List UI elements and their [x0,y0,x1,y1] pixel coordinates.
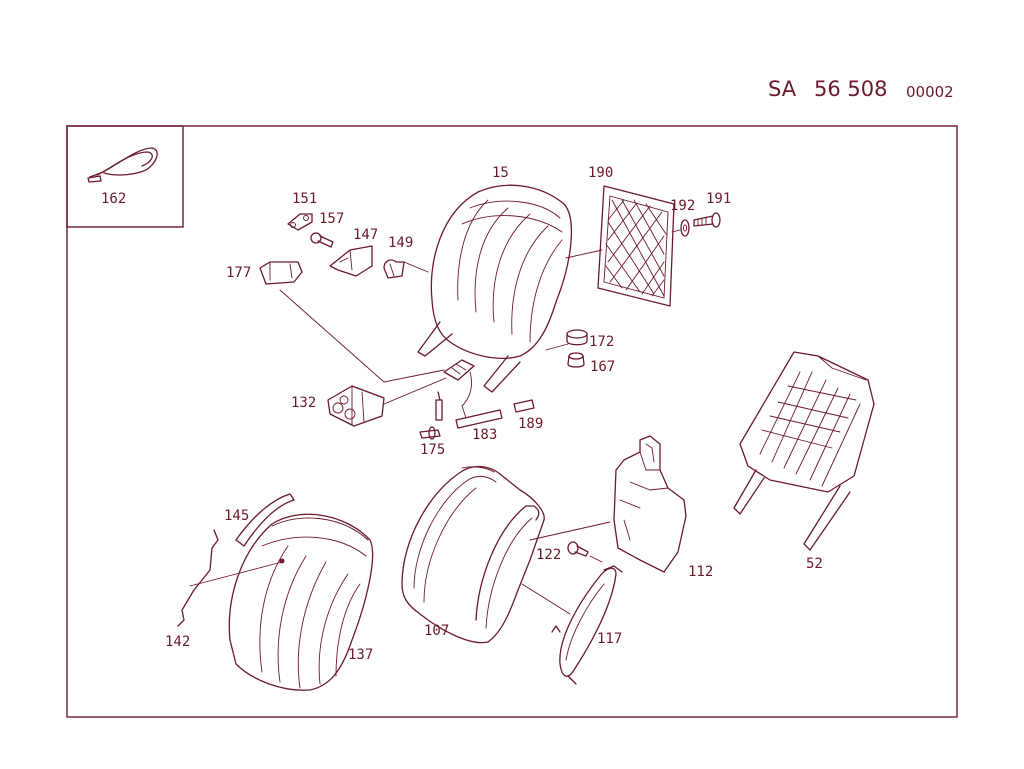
part-132-plug[interactable] [327,385,385,427]
label-162: 162 [101,191,126,207]
label-157: 157 [319,211,344,227]
label-132: 132 [291,395,316,411]
part-147-clip[interactable] [329,245,373,277]
label-183: 183 [472,427,497,443]
label-175: 175 [420,442,445,458]
part-15-backrest-upper[interactable] [417,184,573,393]
part-172-grommet[interactable] [566,329,588,346]
part-189-sleeve[interactable] [513,399,535,413]
label-172: 172 [589,334,614,350]
part-167-grommet[interactable] [567,352,585,368]
label-107: 107 [424,623,449,639]
label-167: 167 [590,359,615,375]
part-112-bracket-plate[interactable] [613,435,687,573]
part-122-screw[interactable] [567,541,589,557]
part-117-trim-panel[interactable] [551,565,623,685]
label-151: 151 [292,191,317,207]
label-189: 189 [518,416,543,432]
diagram-frame [66,125,958,718]
diagram-id-prefix: SA [768,77,797,101]
label-142: 142 [165,634,190,650]
leader-lines [189,229,681,615]
part-177-connector-housing[interactable] [259,261,303,285]
label-190: 190 [588,165,613,181]
part-162-cable-tie[interactable] [87,147,158,183]
part-149-clip[interactable] [383,259,405,279]
part-190-net-pocket[interactable] [597,185,675,307]
part-145-wire[interactable] [235,493,295,547]
part-157-screw[interactable] [310,232,334,248]
label-52: 52 [806,556,823,572]
part-183-rod[interactable] [455,409,503,429]
label-117: 117 [597,631,622,647]
label-15: 15 [492,165,509,181]
part-142-hook[interactable] [177,529,219,627]
label-192: 192 [670,198,695,214]
label-145: 145 [224,508,249,524]
diagram-id-number: 56 508 [814,77,887,101]
label-112: 112 [688,564,713,580]
part-137-backrest-cushion[interactable] [228,513,374,691]
label-177: 177 [226,265,251,281]
label-147: 147 [353,227,378,243]
label-149: 149 [388,235,413,251]
leader-dot [279,558,285,564]
connector-plug[interactable] [443,359,475,381]
inset-frame [66,125,184,228]
part-151-bracket[interactable] [287,213,313,231]
diagram-id-suffix: 00002 [906,83,954,101]
part-107-backrest-cover[interactable] [401,465,545,644]
label-137: 137 [348,647,373,663]
part-191-screw[interactable] [693,212,721,228]
label-191: 191 [706,191,731,207]
label-122: 122 [536,547,561,563]
part-175-pin[interactable] [419,391,443,440]
part-52-backrest-frame[interactable] [733,351,875,551]
part-192-washer[interactable] [680,219,690,237]
